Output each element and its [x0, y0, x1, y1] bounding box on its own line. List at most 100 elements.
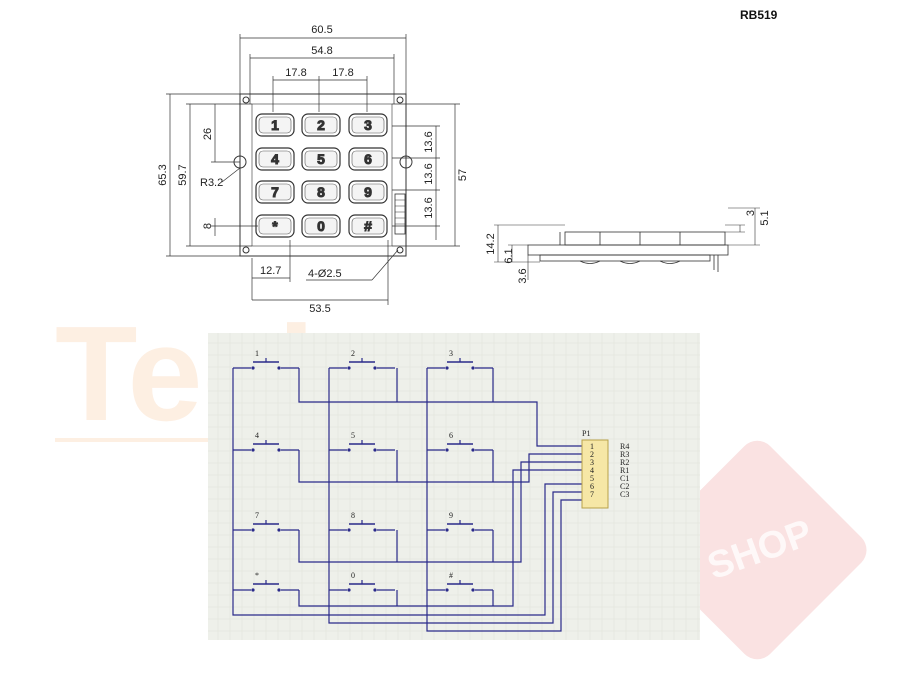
- dim-holes: 4-Ø2.5: [308, 268, 342, 280]
- keypad-key-label: 8: [317, 184, 325, 200]
- connector-pin-number: 5: [590, 474, 594, 483]
- schematic-switch-label: 4: [255, 431, 259, 440]
- connector-signal-label: R2: [620, 458, 629, 467]
- side-dimension-texts: 3 5.1 14.2 6.1 3.6: [485, 210, 771, 284]
- keypad-key-face: [351, 183, 385, 201]
- dim-3: 3: [745, 210, 757, 216]
- dim-57: 57: [457, 169, 469, 181]
- keypad-key-label: 2: [317, 117, 325, 133]
- keypad-key-label: 9: [364, 184, 372, 200]
- mount-hole: [242, 246, 250, 254]
- keypad-key-label: 4: [271, 151, 279, 167]
- connector-pin-number: 6: [590, 482, 594, 491]
- connector-name: P1: [582, 429, 590, 438]
- dim-6-1: 6.1: [503, 248, 515, 263]
- dim-60-5: 60.5: [311, 24, 332, 36]
- dim-5-1: 5.1: [759, 210, 771, 225]
- model-label: RB519: [740, 8, 778, 22]
- schematic-switch: 5: [329, 431, 395, 452]
- schematic-switch-label: 5: [351, 431, 355, 440]
- keypad-key: [255, 113, 295, 137]
- dim-13-6-b: 13.6: [423, 163, 435, 184]
- keypad-key-label: 5: [317, 151, 325, 167]
- keypad-key: [348, 180, 388, 204]
- side-pcb: [539, 254, 711, 262]
- connector-pin-number: 1: [590, 442, 594, 451]
- dim-12-7: 12.7: [260, 265, 281, 277]
- keypad-key-face: [258, 217, 292, 235]
- schematic-switch-label: 0: [351, 571, 355, 580]
- keypad-key-label: 6: [364, 151, 372, 167]
- schematic-switch: 9: [427, 511, 493, 532]
- schematic-switch-label: 9: [449, 511, 453, 520]
- dim-17-8-left: 17.8: [285, 67, 306, 79]
- keypad-key-face: [304, 116, 338, 134]
- keypad-key-face: [351, 150, 385, 168]
- mount-hole: [242, 96, 250, 104]
- schematic-switch-label: #: [449, 571, 453, 580]
- schematic-switch: 8: [329, 511, 395, 532]
- side-notch: [399, 155, 413, 169]
- schematic-switch: 3: [427, 349, 493, 370]
- schematic-switch-label: 1: [255, 349, 259, 358]
- connector-signal-label: R3: [620, 450, 629, 459]
- dim-59-7: 59.7: [177, 164, 189, 185]
- keypad-key-face: [351, 217, 385, 235]
- keypad-key-face: [304, 150, 338, 168]
- schematic-switch: 0: [329, 571, 395, 592]
- side-connector: [394, 193, 406, 235]
- schematic-switch: #: [427, 571, 493, 592]
- connector-body: [581, 439, 609, 509]
- dim-17-8-right: 17.8: [332, 67, 353, 79]
- connector-signal-label: C1: [620, 474, 629, 483]
- schematic-switch-label: 8: [351, 511, 355, 520]
- keypad-key: [255, 147, 295, 171]
- schematic-wire: [298, 368, 582, 447]
- keypad-key-face: [258, 116, 292, 134]
- schematic-switch-label: 7: [255, 511, 259, 520]
- schematic-switch: *: [233, 571, 299, 592]
- connector-pin-number: 7: [590, 490, 594, 499]
- keypad-key: [348, 113, 388, 137]
- dimension-lines: [166, 34, 460, 305]
- keypad-key-label: 0: [317, 218, 325, 234]
- schematic-switch: 6: [427, 431, 493, 452]
- schematic-wire: [232, 368, 582, 616]
- keypad-key: [255, 180, 295, 204]
- keypad-key-label: *: [272, 218, 278, 234]
- schematic-switch-label: 2: [351, 349, 355, 358]
- dim-53-5: 53.5: [309, 303, 330, 315]
- connector-pin-number: 2: [590, 450, 594, 459]
- dimension-texts: 60.5 54.8 17.8 17.8 65.3 59.7 26 57 13.6…: [157, 24, 469, 315]
- connector-signal-label: R4: [620, 442, 629, 451]
- side-body: [527, 244, 729, 256]
- keypad-outline: [239, 93, 407, 257]
- keypad-key-face: [304, 183, 338, 201]
- connector-pin-number: 3: [590, 458, 594, 467]
- schematic-switch-label: *: [255, 571, 259, 580]
- dim-r3-2: R3.2: [200, 177, 223, 189]
- schematic-switch: 7: [233, 511, 299, 532]
- dim-54-8: 54.8: [311, 45, 332, 57]
- schematic-wire: [328, 368, 582, 624]
- mount-hole: [396, 246, 404, 254]
- connector-pin-number: 4: [590, 466, 594, 475]
- keypad-key: [348, 214, 388, 238]
- keypad-key-label: 3: [364, 117, 372, 133]
- dim-13-6-c: 13.6: [423, 197, 435, 218]
- mount-hole: [396, 96, 404, 104]
- keypad-side-view: [494, 207, 760, 280]
- connector-signal-label: C2: [620, 482, 629, 491]
- keypad-key-label: 7: [271, 184, 279, 200]
- dim-13-6-a: 13.6: [423, 131, 435, 152]
- keypad-key-label: 1: [271, 117, 279, 133]
- dim-14-2: 14.2: [485, 233, 497, 254]
- schematic-wire: [298, 469, 582, 607]
- keypad-key: [348, 147, 388, 171]
- keypad-key-face: [351, 116, 385, 134]
- schematic-wire: [426, 368, 582, 632]
- side-keytops: [564, 231, 726, 246]
